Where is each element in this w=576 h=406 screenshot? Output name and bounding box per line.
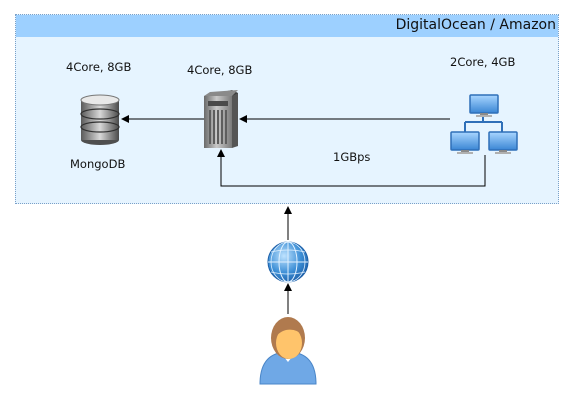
container-header: DigitalOcean / Amazon <box>16 15 558 37</box>
database-spec-label: 4Core, 8GB <box>66 60 132 74</box>
app-server-spec-label: 4Core, 8GB <box>187 63 253 77</box>
container-title: DigitalOcean / Amazon <box>395 17 556 33</box>
edge-load-to-server-bandwidth <box>217 149 486 187</box>
load-generators-spec-label: 2Core, 4GB <box>450 55 516 69</box>
database-name-label: MongoDB <box>70 157 126 171</box>
network-computers-icon <box>450 94 518 154</box>
database-icon <box>80 94 120 145</box>
bandwidth-label: 1GBps <box>333 150 371 164</box>
server-tower-icon <box>204 90 238 148</box>
globe-icon <box>267 241 309 283</box>
user-icon <box>259 317 317 385</box>
